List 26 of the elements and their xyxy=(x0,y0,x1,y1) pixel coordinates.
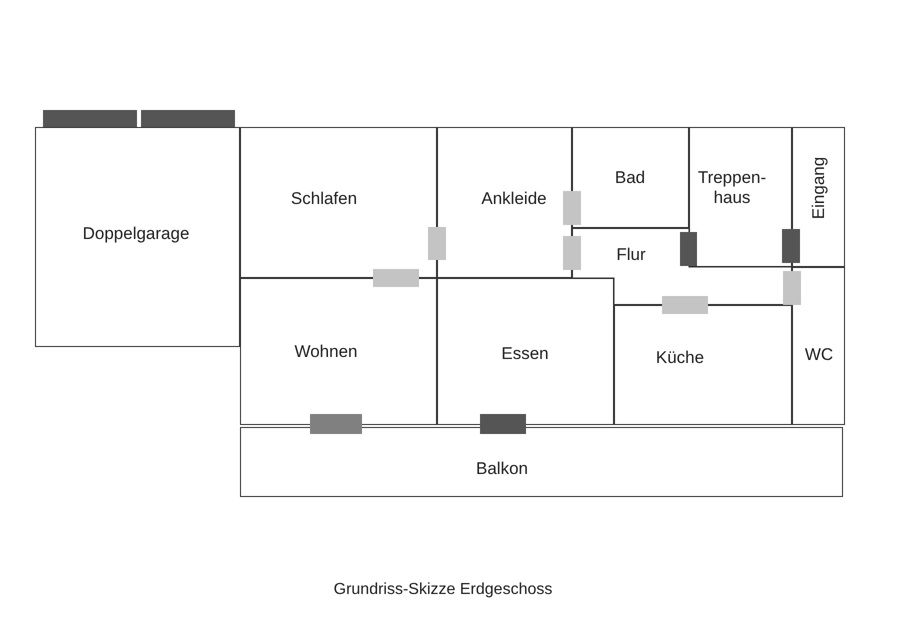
room xyxy=(35,127,240,347)
room xyxy=(614,305,792,425)
room-label: WC xyxy=(804,345,834,365)
room xyxy=(240,127,437,278)
room-label: Doppelgarage xyxy=(82,224,190,244)
room-label: Ankleide xyxy=(480,189,548,209)
room-label: Wohnen xyxy=(293,342,358,362)
caption: Grundriss-Skizze Erdgeschoss xyxy=(332,581,554,599)
room-label: Treppen- haus xyxy=(697,168,767,208)
room-label: Eingang xyxy=(809,156,829,222)
room-label: Bad xyxy=(614,168,646,188)
room xyxy=(240,278,437,425)
room xyxy=(689,127,792,267)
room-label: Balkon xyxy=(475,459,529,479)
room xyxy=(240,427,843,497)
room-label: Essen xyxy=(500,344,550,364)
garage-door-symbol xyxy=(141,110,235,127)
room xyxy=(572,127,689,228)
room xyxy=(437,127,572,278)
room xyxy=(792,267,845,425)
room xyxy=(437,278,614,425)
room-label: Schlafen xyxy=(290,189,358,209)
room-label: Küche xyxy=(654,348,706,368)
room-label: Flur xyxy=(615,245,647,265)
garage-door-symbol xyxy=(43,110,137,127)
room xyxy=(792,127,845,267)
